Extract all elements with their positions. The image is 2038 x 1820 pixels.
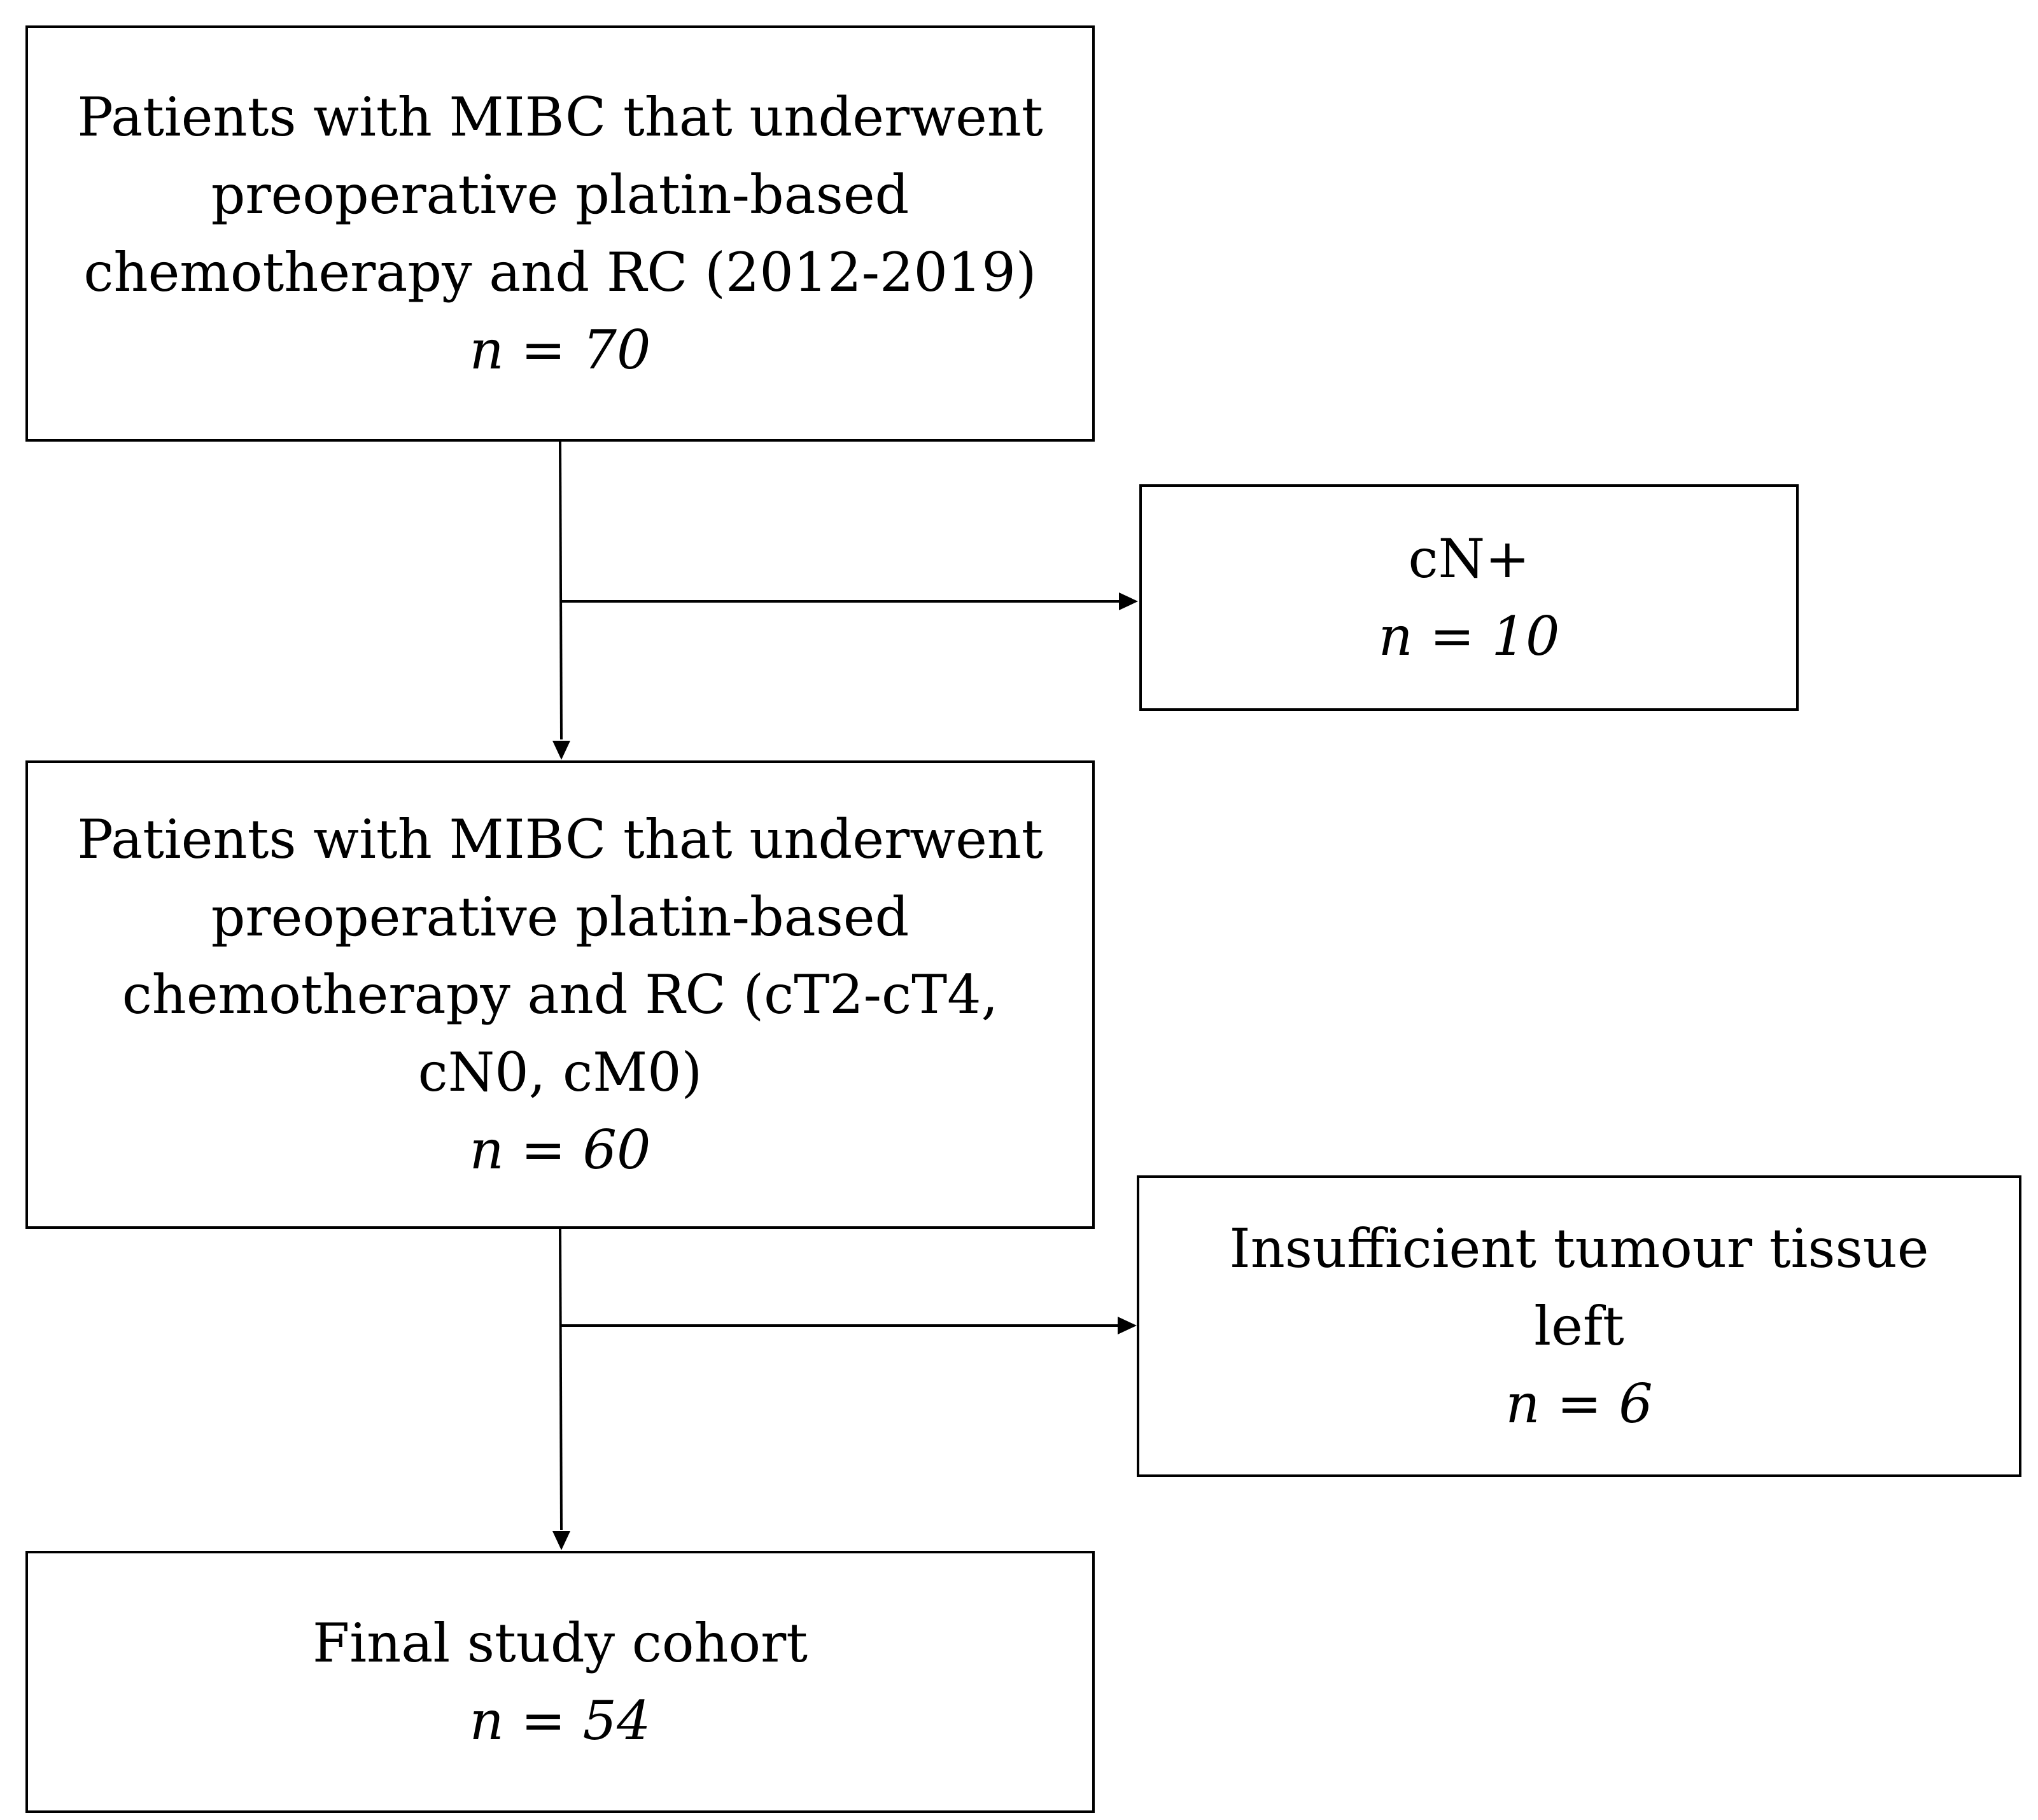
excluded-cn-label: cN+ xyxy=(1408,528,1530,590)
arrowhead-down-1 xyxy=(552,741,570,760)
excluded-tissue-line-2: left xyxy=(1534,1295,1624,1357)
eligible-cohort-line-4: cN0, cM0) xyxy=(418,1041,703,1103)
connector-exclusion-cn xyxy=(560,592,1138,610)
final-cohort-count: n = 54 xyxy=(469,1690,651,1752)
eligible-cohort-count: n = 60 xyxy=(469,1119,651,1181)
initial-cohort-line-2: preoperative platin-based xyxy=(211,164,910,226)
excluded-tissue-box: Insufficient tumour tissue left n = 6 xyxy=(1137,1175,2021,1477)
final-cohort-box: Final study cohort n = 54 xyxy=(25,1551,1095,1813)
connector-exclusion-tissue xyxy=(560,1317,1137,1334)
connector-initial-to-eligible xyxy=(552,441,570,760)
initial-cohort-line-3: chemotherapy and RC (2012-2019) xyxy=(83,241,1037,304)
eligible-cohort-line-3: chemotherapy and RC (cT2-cT4, xyxy=(122,963,999,1026)
connector-eligible-to-final xyxy=(552,1228,570,1550)
excluded-tissue-count: n = 6 xyxy=(1505,1373,1653,1435)
arrowhead-down-2 xyxy=(552,1531,570,1550)
final-cohort-label: Final study cohort xyxy=(313,1612,808,1674)
arrowhead-right-1 xyxy=(1119,592,1138,610)
initial-cohort-box: Patients with MIBC that underwent preope… xyxy=(25,25,1095,442)
eligible-cohort-line-2: preoperative platin-based xyxy=(211,886,910,948)
excluded-cn-box: cN+ n = 10 xyxy=(1139,484,1799,711)
initial-cohort-count: n = 70 xyxy=(469,319,651,381)
arrowhead-right-2 xyxy=(1118,1317,1137,1334)
excluded-cn-count: n = 10 xyxy=(1378,605,1560,668)
initial-cohort-line-1: Patients with MIBC that underwent xyxy=(77,86,1043,148)
excluded-tissue-line-1: Insufficient tumour tissue xyxy=(1229,1217,1929,1280)
eligible-cohort-box: Patients with MIBC that underwent preope… xyxy=(25,760,1095,1229)
eligible-cohort-line-1: Patients with MIBC that underwent xyxy=(77,808,1043,871)
